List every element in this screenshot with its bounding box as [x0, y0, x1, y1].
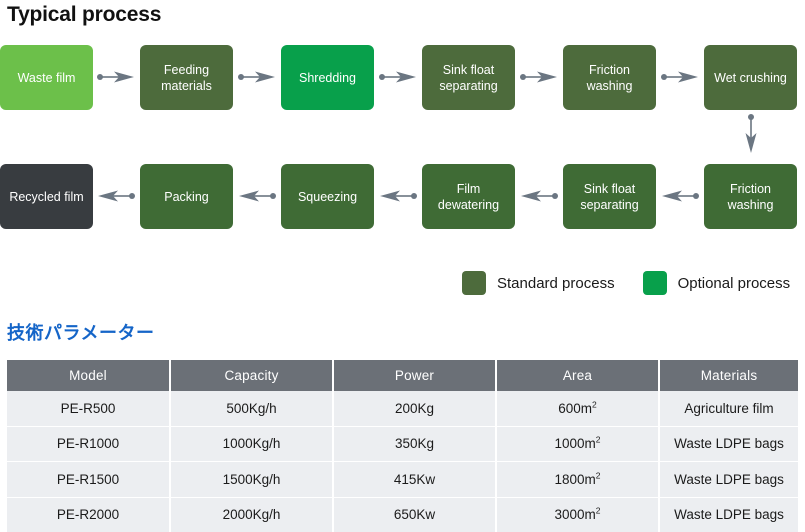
page-title: Typical process — [7, 3, 162, 26]
cell-area: 1000m2 — [496, 426, 660, 462]
flow-box-squeezing: Squeezing — [281, 164, 374, 229]
flow-box-packing: Packing — [140, 164, 233, 229]
cell-power: 650Kw — [333, 497, 497, 532]
arrow-right-icon — [96, 70, 136, 84]
cell-materials: Waste LDPE bags — [659, 426, 798, 462]
flow-box-shredding: Shredding — [281, 45, 374, 110]
section-title-tech-parameters: 技術パラメーター — [7, 323, 155, 343]
cell-capacity: 2000Kg/h — [170, 497, 334, 532]
area-exponent: 2 — [595, 434, 601, 445]
flow-box-friction-washing-2: Friction washing — [704, 164, 797, 229]
table-row: PE-R2000 2000Kg/h 650Kw 3000m2 Waste LDP… — [7, 497, 798, 532]
area-exponent: 2 — [595, 470, 601, 481]
table-row: PE-R500 500Kg/h 200Kg 600m2 Agriculture … — [7, 391, 798, 427]
flow-box-label: Squeezing — [297, 189, 358, 204]
area-unit: m — [580, 400, 593, 416]
spec-table: Model Capacity Power Area Materials PE-R… — [7, 360, 798, 532]
column-header-materials: Materials — [659, 360, 798, 391]
cell-model: PE-R500 — [7, 391, 171, 427]
cell-capacity: 1000Kg/h — [170, 426, 334, 462]
cell-capacity: 1500Kg/h — [170, 461, 334, 498]
cell-area: 1800m2 — [496, 461, 660, 498]
legend-swatch-standard-icon — [462, 271, 486, 295]
cell-area: 600m2 — [496, 391, 660, 427]
arrow-left-icon — [660, 189, 700, 203]
flow-box-label: Wet crushing — [714, 70, 787, 85]
flow-box-label: Feeding materials — [161, 62, 212, 93]
cell-model: PE-R1000 — [7, 426, 171, 462]
cell-area: 3000m2 — [496, 497, 660, 532]
flow-box-label: Sink float separating — [439, 62, 498, 93]
flow-box-feeding-materials: Feeding materials — [140, 45, 233, 110]
cell-power: 415Kw — [333, 461, 497, 498]
flow-box-sink-float-separating-2: Sink float separating — [563, 164, 656, 229]
arrow-left-icon — [519, 189, 559, 203]
arrow-left-icon — [96, 189, 136, 203]
cell-model: PE-R2000 — [7, 497, 171, 532]
cell-materials: Waste LDPE bags — [659, 497, 798, 532]
legend-label: Standard process — [497, 274, 615, 292]
flow-box-label: Film dewatering — [437, 181, 500, 212]
flow-box-label: Recycled film — [9, 189, 84, 204]
flow-box-label: Packing — [164, 189, 209, 204]
legend-item-standard: Standard process — [462, 271, 615, 295]
arrow-left-icon — [237, 189, 277, 203]
cell-power: 200Kg — [333, 391, 497, 427]
flow-box-label: Friction washing — [586, 62, 633, 93]
area-unit: m — [584, 471, 596, 487]
arrow-right-icon — [378, 70, 418, 84]
cell-model: PE-R1500 — [7, 461, 171, 498]
cell-power: 350Kg — [333, 426, 497, 462]
legend-label: Optional process — [677, 274, 791, 292]
arrow-right-icon — [660, 70, 700, 84]
flow-box-label: Shredding — [299, 70, 356, 85]
column-header-power: Power — [333, 360, 497, 391]
cell-capacity: 500Kg/h — [170, 391, 334, 427]
table-row: PE-R1000 1000Kg/h 350Kg 1000m2 Waste LDP… — [7, 426, 798, 462]
legend: Standard process Optional process — [462, 271, 790, 295]
cell-materials: Agriculture film — [659, 391, 798, 427]
table-header-row: Model Capacity Power Area Materials — [7, 360, 798, 391]
flow-box-label: Waste film — [17, 70, 76, 85]
table-row: PE-R1500 1500Kg/h 415Kw 1800m2 Waste LDP… — [7, 461, 798, 498]
arrow-right-icon — [237, 70, 277, 84]
area-number: 1800 — [554, 471, 585, 487]
cell-materials: Waste LDPE bags — [659, 461, 798, 498]
flow-box-label: Friction washing — [727, 181, 774, 212]
area-number: 1000 — [554, 436, 585, 452]
arrow-left-icon — [378, 189, 418, 203]
flow-box-friction-washing-1: Friction washing — [563, 45, 656, 110]
area-exponent: 2 — [595, 505, 601, 516]
arrow-right-icon — [519, 70, 559, 84]
legend-item-optional: Optional process — [642, 271, 791, 295]
area-unit: m — [584, 507, 596, 523]
area-number: 3000 — [554, 507, 585, 523]
legend-swatch-optional-icon — [642, 271, 667, 295]
flow-box-label: Sink float separating — [580, 181, 639, 212]
flow-box-recycled-film: Recycled film — [0, 164, 93, 229]
flow-box-sink-float-separating-1: Sink float separating — [422, 45, 515, 110]
area-unit: m — [584, 436, 596, 452]
column-header-model: Model — [7, 360, 171, 391]
area-number: 600 — [558, 400, 581, 416]
flow-box-wet-crushing: Wet crushing — [704, 45, 797, 110]
column-header-area: Area — [496, 360, 660, 391]
arrow-down-icon — [744, 113, 758, 155]
flow-box-waste-film: Waste film — [0, 45, 93, 110]
column-header-capacity: Capacity — [170, 360, 334, 391]
area-exponent: 2 — [592, 399, 597, 410]
flow-box-film-dewatering: Film dewatering — [422, 164, 515, 229]
